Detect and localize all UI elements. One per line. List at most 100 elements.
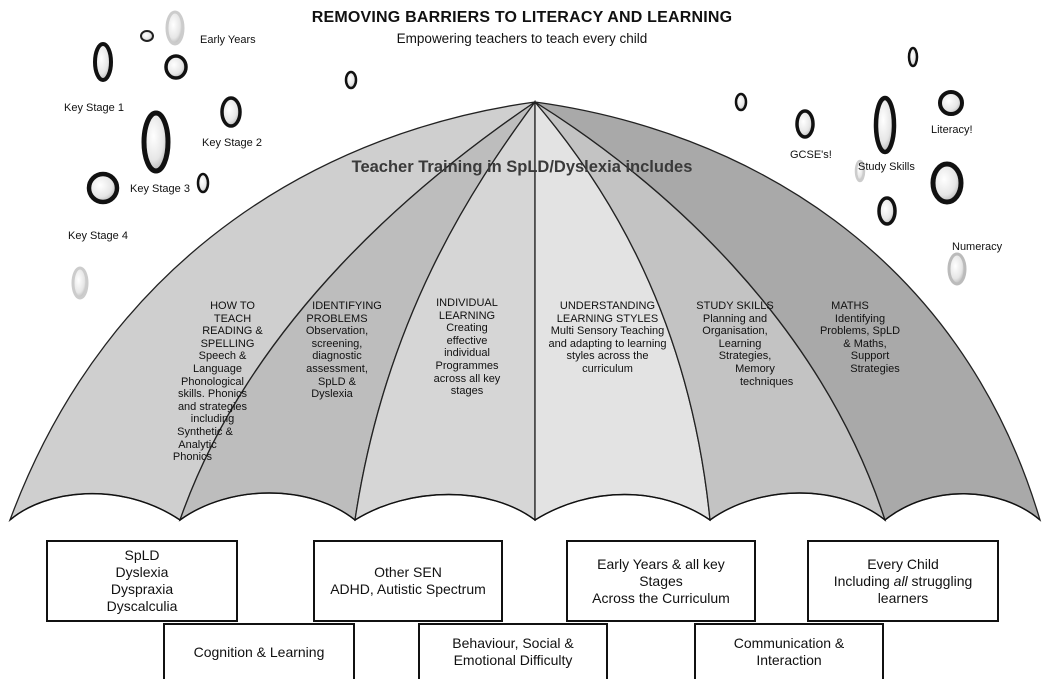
label-numeracy: Numeracy [952, 241, 1003, 253]
label-literacy: Literacy! [931, 124, 973, 136]
bubble [220, 96, 242, 128]
panel-line: and strategies [177, 400, 248, 413]
panel-line: Language [193, 362, 242, 375]
label-key-stage-2: Key Stage 2 [202, 137, 262, 149]
panel-line: Dyslexia [311, 388, 353, 401]
panel-learning-styles: UNDERSTANDING LEARNING STYLES Multi Sens… [535, 300, 680, 376]
panel-line: Support [850, 350, 890, 363]
bubble [164, 54, 188, 80]
label-study-skills: Study Skills [858, 161, 915, 173]
page-subtitle: Empowering teachers to teach every child [396, 31, 648, 46]
panel-line: techniques [740, 375, 794, 388]
label-early-years: Early Years [200, 34, 256, 46]
bubble [141, 110, 171, 174]
panel-line: Strategies [850, 362, 900, 375]
panel-line: Phonics [172, 451, 213, 464]
panel-study-skills: STUDY SKILLS Planning and Organisation, … [680, 300, 794, 388]
bubble [947, 252, 967, 286]
bubble [140, 30, 154, 42]
panel-line: LEARNING STYLES [556, 312, 659, 325]
panel-line: SPELLING [200, 337, 255, 350]
box-line: Early Years & all key [597, 555, 725, 572]
panel-line: Organisation, [702, 325, 768, 338]
bubble [734, 92, 748, 112]
label-key-stage-4: Key Stage 4 [68, 230, 128, 242]
box-line: Dyscalculia [106, 598, 178, 614]
panel-line: STUDY SKILLS [696, 300, 774, 312]
box-line: Other SEN [374, 564, 442, 580]
box-line: learners [877, 589, 929, 606]
box-line: Communication & [733, 635, 845, 651]
panel-line: Speech & [198, 350, 247, 363]
box-line: Emotional Difficulty [453, 652, 573, 668]
bubble [93, 42, 113, 82]
bubble [165, 10, 185, 46]
panel-line: across all key [433, 372, 501, 385]
panel-reading-spelling: HOW TO TEACH READING & SPELLING Speech &… [130, 300, 295, 464]
box-line: Dyslexia [115, 564, 169, 580]
bubble [877, 196, 897, 226]
panel-line: Creating [446, 322, 488, 335]
box-line-emphasis: all [893, 572, 908, 589]
box-line-part: struggling [907, 572, 973, 589]
panel-line: Observation, [305, 325, 369, 338]
panel-line: styles across the [566, 350, 649, 363]
panel-line: skills. Phonics [177, 388, 248, 401]
box-line: Behaviour, Social & [452, 635, 574, 651]
bubble [930, 161, 964, 205]
bubble [344, 70, 358, 90]
box-line: ADHD, Autistic Spectrum [330, 581, 486, 597]
label-key-stage-3: Key Stage 3 [130, 183, 190, 195]
box-other-sen: Other SEN ADHD, Autistic Spectrum [313, 540, 503, 622]
box-line-part: Including [833, 572, 894, 589]
box-line: SpLD [124, 547, 160, 563]
panel-line: IDENTIFYING [312, 300, 382, 312]
box-line: Every Child [867, 555, 939, 572]
box-line: Across the Curriculum [592, 589, 730, 606]
panel-line: assessment, [306, 362, 368, 375]
panel-line: Synthetic & [177, 425, 233, 438]
box-behaviour-social-emotional: Behaviour, Social & Emotional Difficulty [418, 623, 608, 679]
bubble [196, 172, 210, 194]
bubble [71, 266, 89, 300]
panel-line: HOW TO [210, 300, 255, 312]
panel-line: SpLD & [318, 375, 356, 388]
panel-line: diagnostic [312, 350, 362, 363]
label-gcses: GCSE's! [790, 149, 832, 161]
bubbles [71, 10, 967, 300]
canopy-edge [9, 492, 1041, 521]
umbrella-canopy [8, 100, 1042, 523]
panel-individual-learning: INDIVIDUAL LEARNING Creating effective i… [412, 297, 522, 398]
panel-line: Multi Sensory Teaching [550, 325, 665, 338]
panel-line: TEACH [213, 312, 252, 325]
bubble [938, 90, 964, 116]
box-line: Including all struggling [834, 573, 973, 590]
panel-line: curriculum [582, 362, 633, 375]
panel-line: Programmes [435, 359, 499, 372]
bubble [854, 159, 866, 183]
panel-line: stages [450, 385, 484, 398]
box-every-child: Every Child Including all struggling lea… [807, 540, 999, 622]
panel-line: MATHS [831, 300, 869, 312]
panel-line: and adapting to learning [548, 337, 667, 350]
box-line: Interaction [756, 652, 822, 668]
bubble [907, 46, 919, 68]
panel-line: & Maths, [843, 337, 887, 350]
panel-line: PROBLEMS [306, 312, 368, 325]
panel-line: screening, [311, 337, 363, 350]
box-line: Dyspraxia [110, 581, 174, 597]
panel-line: Memory [735, 362, 775, 375]
panel-line: effective [446, 334, 488, 347]
box-line: Cognition & Learning [193, 643, 325, 660]
panel-line: individual [444, 347, 490, 360]
label-key-stage-1: Key Stage 1 [64, 102, 124, 114]
panel-maths: MATHS Identifying Problems, SpLD & Maths… [810, 300, 910, 376]
umbrella-heading: Teacher Training in SpLD/Dyslexia includ… [351, 158, 693, 176]
panel-line: including [190, 413, 235, 426]
panel-identifying-problems: IDENTIFYING PROBLEMS Observation, screen… [282, 300, 392, 401]
panel-line: INDIVIDUAL [436, 297, 498, 309]
panel-line: Learning [718, 337, 762, 350]
box-spld-dyslexia: SpLD Dyslexia Dyspraxia Dyscalculia [46, 540, 238, 622]
panel-line: READING & [202, 325, 263, 338]
